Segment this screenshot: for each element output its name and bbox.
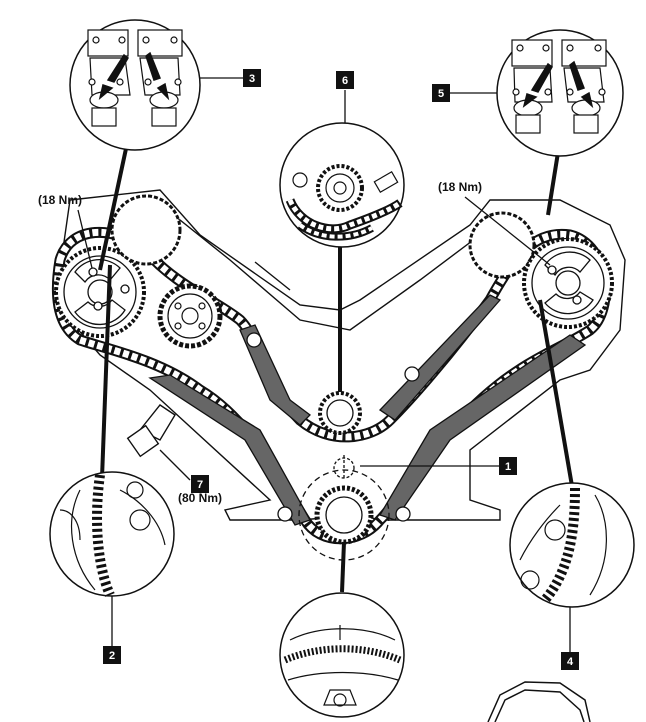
leader-lines xyxy=(98,129,574,593)
left-auxiliary-gear xyxy=(110,194,223,349)
callout-1-number: 1 xyxy=(505,461,511,473)
detail-view-1 xyxy=(279,592,405,718)
callout-2-number: 2 xyxy=(109,650,115,662)
callout-3-number: 3 xyxy=(249,73,255,85)
detail-view-2 xyxy=(49,471,175,597)
detail-view-3 xyxy=(69,19,201,151)
callout-6-number: 6 xyxy=(342,75,348,87)
tensioner-bolt xyxy=(126,404,176,458)
callout-5-number: 5 xyxy=(438,88,444,100)
callout-4: 4 xyxy=(561,652,579,670)
partial-sprocket-bottom-right xyxy=(487,681,591,722)
thin-leader-lines xyxy=(77,77,571,652)
guide-pins xyxy=(246,332,420,522)
right-cam-torque-label: (18 Nm) xyxy=(438,180,482,194)
callout-3: 3 xyxy=(243,69,261,87)
callout-6: 6 xyxy=(336,71,354,89)
callout-1: 1 xyxy=(499,457,517,475)
callout-7-number: 7 xyxy=(197,479,203,491)
callout-5: 5 xyxy=(432,84,450,102)
callout-4-number: 4 xyxy=(567,656,574,668)
crankshaft-sprocket xyxy=(298,455,390,561)
callout-2: 2 xyxy=(103,646,121,664)
callout-7: 7 xyxy=(191,475,209,493)
detail-view-4 xyxy=(509,482,635,608)
tensioner-torque-label: (80 Nm) xyxy=(178,491,222,505)
left-camshaft-sprocket xyxy=(54,246,146,338)
detail-view-5 xyxy=(496,29,624,157)
left-cam-torque-label: (18 Nm) xyxy=(38,193,82,207)
chain-guides xyxy=(148,294,587,526)
detail-view-6 xyxy=(279,122,405,248)
idler-sprocket xyxy=(318,391,362,435)
